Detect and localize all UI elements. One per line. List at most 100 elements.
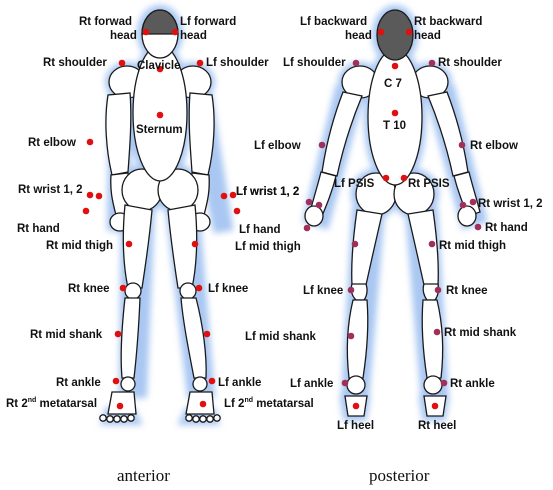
label-ant-rt-mid-shank: Rt mid shank [30,329,103,341]
marker-ant-rt-wrist-2 [96,193,103,200]
marker-post-lf-hand [304,225,311,232]
label-ant-lf-forward-head-2: head [180,30,207,42]
marker-post-lf-backward-head [378,29,385,36]
label-ant-sternum: Sternum [136,124,183,136]
marker-post-rt-hand [475,224,482,231]
marker-post-t10 [392,110,399,117]
marker-ant-sternum [157,112,164,119]
posterior-head [377,10,413,60]
posterior-labels: Lf backward head Rt backward head Lf sho… [236,16,543,432]
marker-post-lf-knee [348,287,355,294]
anterior-lf-thigh [168,205,197,288]
marker-ant-rt-elbow [87,139,94,146]
label-ant-rt-mid-thigh: Rt mid thigh [46,240,113,252]
marker-ant-rt-wrist-1 [87,192,94,199]
label-post-rt-shoulder: Rt shoulder [438,57,502,69]
label-ant-rt-elbow: Rt elbow [28,137,76,149]
label-ant-lf-knee: Lf knee [208,283,248,295]
marker-ant-rt-ankle [113,378,120,385]
marker-post-rt-ankle [441,380,448,387]
marker-ant-rt-mid-shank [115,331,122,338]
marker-post-lf-wrist-2 [316,202,323,209]
marker-ant-rt-hand [83,208,90,215]
marker-ant-lf-hand [234,208,241,215]
label-post-t10: T 10 [383,120,406,132]
posterior-figure [305,8,484,418]
caption-posterior: posterior [369,466,430,485]
label-post-rt-heel: Rt heel [418,420,456,432]
marker-post-lf-ankle [342,380,349,387]
label-post-lf-backward-head-1: Lf backward [300,16,367,28]
posterior-rt-ankle-segment [424,376,442,394]
anterior-lf-ankle-segment [193,377,207,391]
label-post-rt-backward-head-2: head [414,30,441,42]
label-post-lf-mid-shank: Lf mid shank [245,331,317,343]
label-ant-rt-forward-head-2: head [110,30,137,42]
anterior-rt-upper-arm [106,93,131,175]
posterior-lf-hand-segment [305,206,323,226]
marker-ant-rt-forward-head [143,29,150,36]
marker-ant-lf-wrist-1 [221,193,228,200]
posterior-rt-shank [422,300,442,378]
anterior-rt-toes [100,415,134,422]
marker-post-lf-mid-thigh [352,241,359,248]
label-ant-lf-hand: Lf hand [239,224,281,236]
marker-post-c7 [392,63,399,70]
label-post-rt-elbow: Rt elbow [470,140,518,152]
label-ant-rt-shoulder: Rt shoulder [43,57,107,69]
label-post-lf-backward-head-2: head [345,30,372,42]
marker-post-lf-shoulder [353,60,360,67]
label-ant-lf-shoulder: Lf shoulder [206,57,269,69]
anterior-lf-knee-segment [180,283,196,299]
label-post-rt-backward-head-1: Rt backward [414,16,482,28]
marker-ant-lf-knee [196,285,203,292]
label-post-rt-knee: Rt knee [446,285,488,297]
posterior-lf-ankle-segment [347,376,365,394]
marker-post-rt-backward-head [406,29,413,36]
label-ant-rt-knee: Rt knee [68,283,110,295]
anterior-lf-upper-arm [189,93,214,175]
label-post-c7: C 7 [384,78,402,90]
label-ant-rt-ankle: Rt ankle [56,377,101,389]
caption-anterior: anterior [117,466,170,485]
marker-post-rt-wrist-1 [460,202,467,209]
marker-ant-lf-mid-shank [204,331,211,338]
label-ant-rt-hand: Rt hand [17,223,60,235]
marker-post-lf-heel [353,403,360,410]
marker-post-rt-heel [432,403,439,410]
label-ant-lf-metatarsal: Lf 2nd metatarsal [224,397,314,410]
label-post-lf-elbow: Lf elbow [254,140,301,152]
label-ant-rt-forward-head-1: Rt forwad [79,16,132,28]
marker-post-rt-wrist-2 [470,199,477,206]
marker-post-rt-psis [401,175,408,182]
label-ant-clavicle: Clavicle [137,60,180,72]
anterior-rt-foot [108,392,136,414]
label-ant-rt-wrist: Rt wrist 1, 2 [18,184,83,196]
marker-post-rt-knee [435,287,442,294]
label-post-rt-ankle: Rt ankle [450,378,495,390]
marker-post-lf-psis [383,175,390,182]
marker-post-lf-mid-shank [348,333,355,340]
marker-ant-lf-ankle [209,378,216,385]
label-post-rt-mid-thigh: Rt mid thigh [439,240,506,252]
marker-post-lf-elbow [319,142,326,149]
posterior-rt-hand-segment [458,206,476,226]
marker-ant-lf-shoulder [197,60,204,67]
label-post-rt-hand: Rt hand [485,222,528,234]
marker-post-rt-mid-shank [434,329,441,336]
label-post-lf-heel: Lf heel [337,420,374,432]
marker-post-rt-mid-thigh [429,241,436,248]
label-post-lf-psis: Lf PSIS [334,178,375,190]
label-ant-lf-mid-thigh: Lf mid thigh [235,241,301,253]
anterior-rt-ankle-segment [121,377,135,391]
label-post-lf-knee: Lf knee [303,285,343,297]
marker-ant-lf-forward-head [172,29,179,36]
marker-post-lf-wrist-1 [306,199,313,206]
marker-ant-rt-shoulder [119,60,126,67]
marker-ant-lf-mid-thigh [192,241,199,248]
marker-ant-rt-metatarsal [117,403,124,410]
label-ant-lf-forward-head-1: Lf forward [180,16,236,28]
marker-post-rt-elbow [459,142,466,149]
anterior-rt-knee-segment [125,283,141,299]
marker-ant-rt-mid-thigh [126,241,133,248]
